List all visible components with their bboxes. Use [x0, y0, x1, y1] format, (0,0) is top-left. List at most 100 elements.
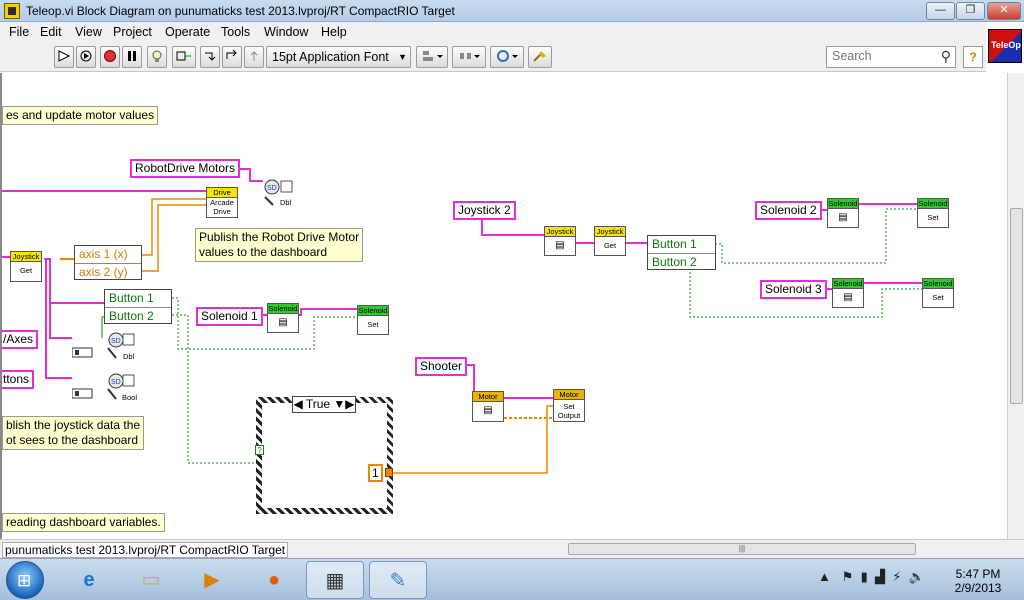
- run-continuously-button[interactable]: [76, 46, 96, 68]
- joystick2-refnum-vi[interactable]: Joystick ▤: [544, 226, 576, 256]
- close-button[interactable]: ✕: [987, 2, 1021, 20]
- pause-button[interactable]: [122, 46, 142, 68]
- start-button[interactable]: ⊞: [6, 561, 44, 599]
- search-input[interactable]: Search ⚲: [826, 46, 956, 68]
- vertical-scroll-thumb[interactable]: [1010, 208, 1023, 404]
- vi-icon[interactable]: TeleOp: [988, 29, 1022, 63]
- sd-write-dbl-axes[interactable]: SD Dbl: [71, 332, 138, 364]
- context-help-button[interactable]: ?: [963, 46, 983, 68]
- label-solenoid-2[interactable]: Solenoid 2: [755, 201, 822, 220]
- menu-tools[interactable]: Tools: [221, 25, 251, 39]
- label-shooter[interactable]: Shooter: [415, 357, 468, 376]
- search-icon[interactable]: ⚲: [940, 48, 951, 64]
- horizontal-scrollbar[interactable]: |||: [292, 542, 1002, 556]
- status-bar: punumaticks test 2013.lvproj/RT CompactR…: [0, 539, 1024, 558]
- media-player-icon: ▶: [204, 569, 220, 591]
- horizontal-scroll-thumb[interactable]: |||: [568, 543, 916, 555]
- pause-icon: [128, 51, 136, 61]
- case-structure[interactable]: [256, 397, 393, 514]
- button-unbundle-right[interactable]: Button 1 Button 2: [647, 235, 716, 270]
- joystick2-get-vi[interactable]: Joystick Get: [594, 226, 626, 256]
- highlight-execution-button[interactable]: [147, 46, 167, 68]
- taskbar-file-explorer[interactable]: ▭: [122, 561, 180, 599]
- menu-help[interactable]: Help: [321, 25, 347, 39]
- sd-write-dbl-drive[interactable]: SD Dbl: [263, 179, 294, 208]
- taskbar-firefox[interactable]: ●: [245, 561, 303, 599]
- numeric-constant[interactable]: 1: [368, 464, 383, 482]
- solenoid1-set-vi[interactable]: Solenoid Set: [357, 305, 389, 335]
- solenoid3-set-vi[interactable]: Solenoid Set: [922, 278, 954, 308]
- taskbar-media-player[interactable]: ▶: [183, 561, 241, 599]
- button-unbundle-left[interactable]: Button 1 Button 2: [104, 289, 172, 324]
- label-buttons[interactable]: ttons: [2, 370, 35, 389]
- arcade-drive-vi[interactable]: Drive Arcade Drive: [206, 187, 238, 218]
- distribute-icon: [460, 53, 480, 59]
- menu-window[interactable]: Window: [264, 25, 309, 39]
- menu-edit[interactable]: Edit: [40, 25, 62, 39]
- solenoid1-refnum-vi[interactable]: Solenoid ▤: [267, 303, 299, 333]
- wire-button1-solenoid2: [715, 208, 918, 264]
- wire-axis2: [142, 204, 208, 272]
- abort-button[interactable]: [100, 46, 120, 68]
- taskbar-paint[interactable]: ✎: [369, 561, 427, 599]
- distribute-objects-button[interactable]: [452, 46, 486, 68]
- taskbar-internet-explorer[interactable]: e: [60, 561, 118, 599]
- case-prev-icon[interactable]: ◀: [293, 397, 303, 411]
- svg-text:SD: SD: [111, 379, 121, 386]
- volume-icon[interactable]: 🔈: [908, 569, 925, 584]
- windows-taskbar: ⊞ e ▭ ▶ ● ▦ ✎ ▲ ⚑ ▮ ▟ ⚡ 🔈 5:47 PM 2/9/20…: [0, 558, 1024, 600]
- retain-wire-values-button[interactable]: [172, 46, 196, 68]
- maximize-button[interactable]: ❐: [956, 2, 985, 20]
- block-diagram-canvas[interactable]: es and update motor values Publish the R…: [0, 73, 1007, 539]
- wire-robotdrive-sd: [237, 168, 264, 182]
- comment-publish-joystick-line1: blish the joystick data the: [6, 418, 141, 432]
- label-solenoid-1[interactable]: Solenoid 1: [196, 307, 263, 326]
- label-joystick-2[interactable]: Joystick 2: [453, 201, 516, 220]
- comment-publish-motor-line1: Publish the Robot Drive Motor: [199, 230, 360, 244]
- action-center-icon[interactable]: ⚑: [841, 569, 854, 584]
- menu-view[interactable]: View: [75, 25, 102, 39]
- solenoid2-refnum-vi[interactable]: Solenoid ▤: [827, 198, 859, 228]
- font-select-value: 15pt Application Font: [272, 50, 389, 64]
- align-objects-button[interactable]: [416, 46, 448, 68]
- power-icon[interactable]: ⚡: [892, 569, 902, 584]
- case-selector-tunnel[interactable]: ?: [255, 445, 264, 455]
- motor-set-output-vi[interactable]: Motor Set Output: [553, 389, 585, 422]
- show-hidden-icons-icon[interactable]: ▲: [818, 569, 831, 584]
- firefox-icon: ●: [267, 569, 281, 591]
- cleanup-diagram-button[interactable]: [528, 46, 552, 68]
- vertical-scrollbar[interactable]: [1007, 73, 1024, 539]
- axis-1-field: axis 1 (x): [79, 247, 128, 261]
- internet-explorer-icon: e: [83, 569, 95, 591]
- reorder-button[interactable]: [490, 46, 524, 68]
- minimize-button[interactable]: —: [926, 2, 955, 20]
- label-solenoid-3[interactable]: Solenoid 3: [760, 280, 827, 299]
- network-icon[interactable]: ▟: [875, 569, 885, 584]
- step-out-button[interactable]: [244, 46, 264, 68]
- solenoid2-set-vi[interactable]: Solenoid Set: [917, 198, 949, 228]
- sd-write-bool-buttons[interactable]: SD Bool: [71, 373, 138, 405]
- label-robotdrive-motors[interactable]: RobotDrive Motors: [130, 159, 241, 178]
- joystick-get-vi[interactable]: Joystick Get: [10, 251, 42, 282]
- step-over-button[interactable]: [222, 46, 242, 68]
- case-selector[interactable]: ◀ True ▼▶: [292, 396, 356, 413]
- step-into-button[interactable]: [200, 46, 220, 68]
- taskbar-labview[interactable]: ▦: [306, 561, 364, 599]
- font-select[interactable]: 15pt Application Font ▼: [266, 46, 411, 68]
- solenoid3-refnum-vi[interactable]: Solenoid ▤: [832, 278, 864, 308]
- shooter-refnum-vi[interactable]: Motor ▤: [472, 391, 504, 422]
- menu-operate[interactable]: Operate: [165, 25, 211, 39]
- battery-icon[interactable]: ▮: [860, 569, 868, 584]
- menu-project[interactable]: Project: [113, 25, 152, 39]
- run-button[interactable]: [54, 46, 74, 68]
- case-output-tunnel[interactable]: [385, 468, 393, 477]
- solenoid3-refnum-header: Solenoid: [833, 279, 863, 289]
- solenoid3-set-header: Solenoid: [923, 279, 953, 289]
- menu-file[interactable]: File: [9, 25, 30, 39]
- label-axes[interactable]: /Axes: [2, 330, 39, 349]
- axis-unbundle[interactable]: axis 1 (x) axis 2 (y): [74, 245, 142, 280]
- clock[interactable]: 5:47 PM 2/9/2013: [948, 567, 1008, 595]
- window-title: Teleop.vi Block Diagram on punumaticks t…: [26, 4, 455, 18]
- case-next-icon[interactable]: ▼▶: [333, 397, 355, 411]
- project-target-path[interactable]: punumaticks test 2013.lvproj/RT CompactR…: [2, 542, 289, 558]
